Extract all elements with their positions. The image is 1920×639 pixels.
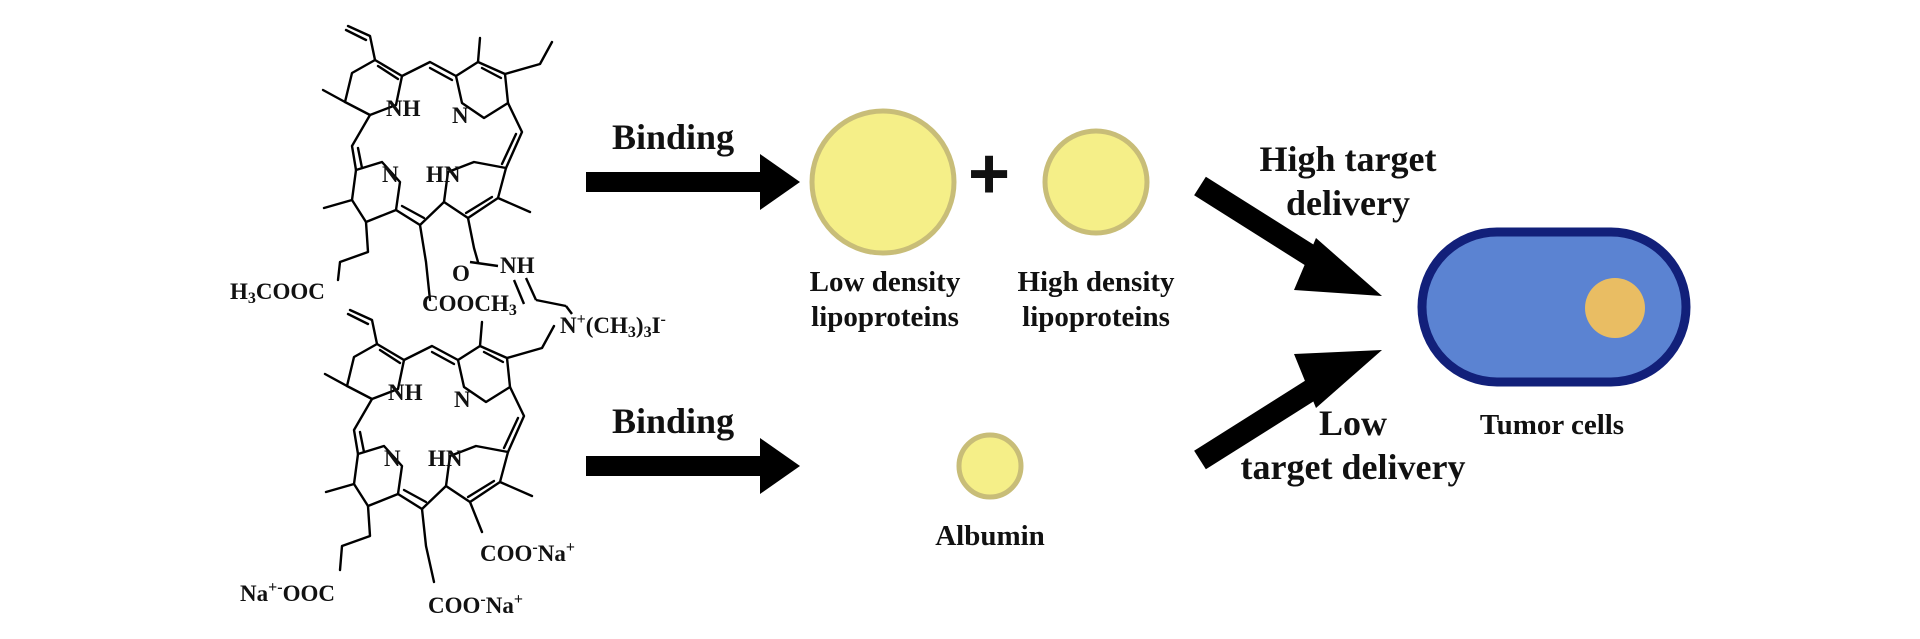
top-nh-upper: NH <box>386 96 421 121</box>
low-delivery-line1: Low <box>1318 403 1387 443</box>
top-amide-nh: NH <box>500 253 535 278</box>
top-ester-left: H3COOC <box>230 279 325 307</box>
low-delivery-label: Low target delivery <box>1228 402 1478 490</box>
binding-arrow-bottom <box>586 438 800 494</box>
binding-label-bottom: Binding <box>612 401 735 441</box>
top-ester-mid: COOCH3 <box>422 291 517 319</box>
bottom-salt-left: Na+-OOC <box>240 579 335 606</box>
top-carbonyl-o: O <box>452 261 470 286</box>
low-delivery-arrow <box>1194 350 1382 470</box>
top-hn-lower: HN <box>426 162 461 187</box>
ldl-label-line1: Low density <box>809 266 961 298</box>
bottom-salt-mid: COO-Na+ <box>428 591 523 618</box>
plus-sign: + <box>968 134 1011 214</box>
tumor-label: Tumor cells <box>1479 409 1625 441</box>
bottom-hn-lower: HN <box>428 446 463 471</box>
top-n-lower: N <box>382 162 399 187</box>
low-delivery-line2: target delivery <box>1240 446 1466 487</box>
top-n-upper: N <box>452 103 469 128</box>
hdl-label-line2: lipoproteins <box>1022 301 1170 334</box>
top-ammonium: N+(CH3)3I- <box>560 311 666 341</box>
bottom-n-lower: N <box>384 446 401 471</box>
molecule-bottom-skeleton <box>323 308 556 584</box>
hdl-label: High density lipoproteins <box>1006 265 1186 336</box>
molecule-top-skeleton <box>321 24 554 302</box>
ldl-label: Low density lipoproteins <box>800 265 970 336</box>
hdl-label-line1: High density <box>1017 266 1175 298</box>
high-delivery-line1: High target <box>1259 139 1437 179</box>
high-delivery-arrow <box>1194 176 1382 296</box>
binding-label-top: Binding <box>612 117 735 157</box>
ldl-label-line2: lipoproteins <box>811 301 959 334</box>
binding-arrow-top <box>586 154 800 210</box>
bottom-n-upper: N <box>454 387 471 412</box>
albumin-label: Albumin <box>935 520 1045 552</box>
bottom-nh-upper: NH <box>388 380 423 405</box>
hdl-particle <box>1042 128 1150 236</box>
tumor-nucleus <box>1585 278 1645 338</box>
bottom-salt-right: COO-Na+ <box>480 539 575 566</box>
high-delivery-line2: delivery <box>1286 182 1410 223</box>
tumor-cell <box>1417 227 1691 387</box>
albumin-particle <box>956 432 1024 500</box>
high-delivery-label: High target delivery <box>1248 138 1448 226</box>
ldl-particle <box>809 108 957 256</box>
